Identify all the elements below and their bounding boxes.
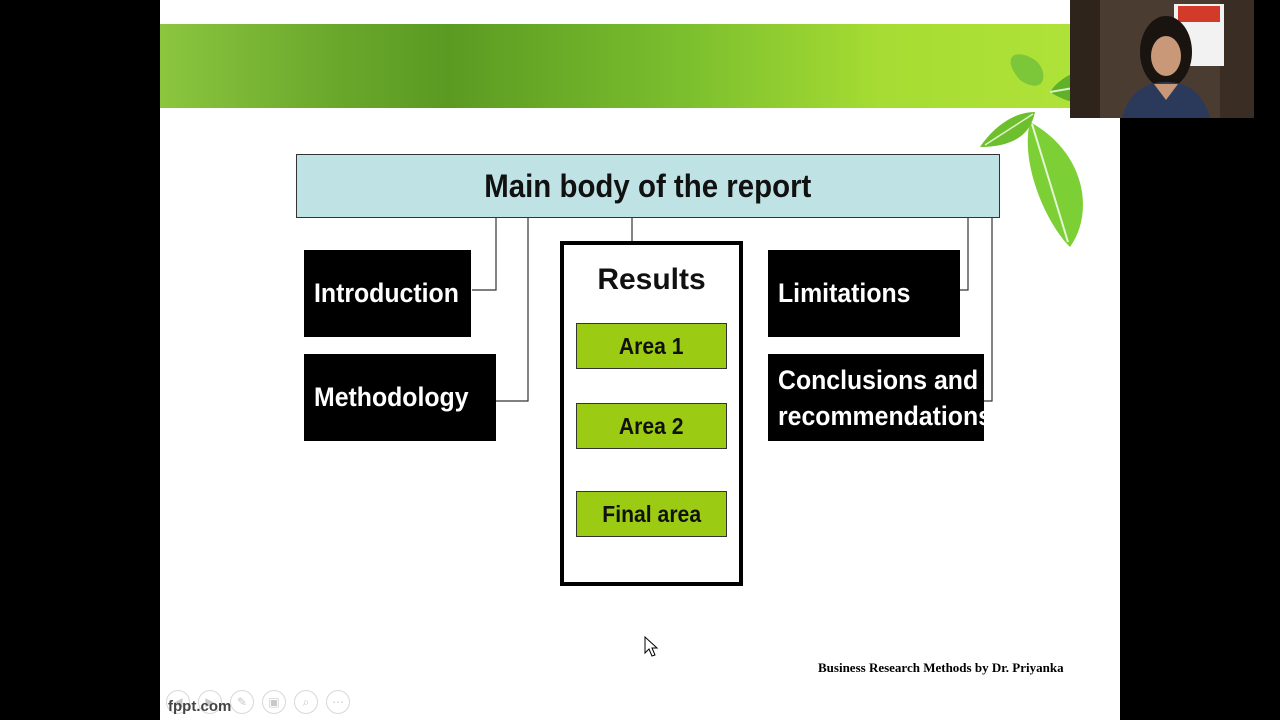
area-1-label: Area 1 bbox=[619, 332, 684, 359]
presentation-toolbar: ◀ ▶ ✎ ▣ ⌕ ⋯ bbox=[166, 688, 350, 716]
slides-icon[interactable]: ▣ bbox=[262, 690, 286, 714]
methodology-box: Methodology bbox=[304, 354, 496, 441]
area-2-box: Area 2 bbox=[576, 403, 727, 449]
area-2-label: Area 2 bbox=[619, 412, 684, 439]
introduction-box: Introduction bbox=[304, 250, 471, 337]
limitations-box: Limitations bbox=[768, 250, 960, 337]
area-1-box: Area 1 bbox=[576, 323, 727, 369]
mouse-cursor-icon bbox=[644, 636, 659, 657]
slide: Main body of the report Introduction Met… bbox=[160, 0, 1120, 720]
more-icon[interactable]: ⋯ bbox=[326, 690, 350, 714]
final-area-box: Final area bbox=[576, 491, 727, 537]
header-banner bbox=[160, 24, 1120, 108]
results-title: Results bbox=[597, 263, 706, 296]
next-icon[interactable]: ▶ bbox=[198, 690, 222, 714]
fppt-brand: fppt.com bbox=[168, 698, 232, 715]
prev-icon[interactable]: ◀ bbox=[166, 690, 190, 714]
conclusions-label: Conclusions and recommendations bbox=[778, 364, 984, 431]
main-body-title: Main body of the report bbox=[484, 167, 812, 204]
pen-icon[interactable]: ✎ bbox=[230, 690, 254, 714]
results-box: Results Area 1 Area 2 Final area bbox=[560, 241, 743, 586]
limitations-label: Limitations bbox=[778, 278, 911, 308]
author-credit: Business Research Methods by Dr. Priyank… bbox=[818, 660, 1064, 675]
introduction-label: Introduction bbox=[314, 278, 459, 308]
zoom-icon[interactable]: ⌕ bbox=[294, 690, 318, 714]
diagram-connectors bbox=[472, 218, 993, 402]
methodology-label: Methodology bbox=[314, 382, 469, 412]
presenter-video bbox=[1070, 0, 1254, 118]
final-area-label: Final area bbox=[602, 500, 701, 527]
webcam-overlay bbox=[1070, 0, 1254, 118]
conclusions-box: Conclusions and recommendations bbox=[768, 354, 984, 441]
main-body-title-box: Main body of the report bbox=[296, 154, 1000, 218]
